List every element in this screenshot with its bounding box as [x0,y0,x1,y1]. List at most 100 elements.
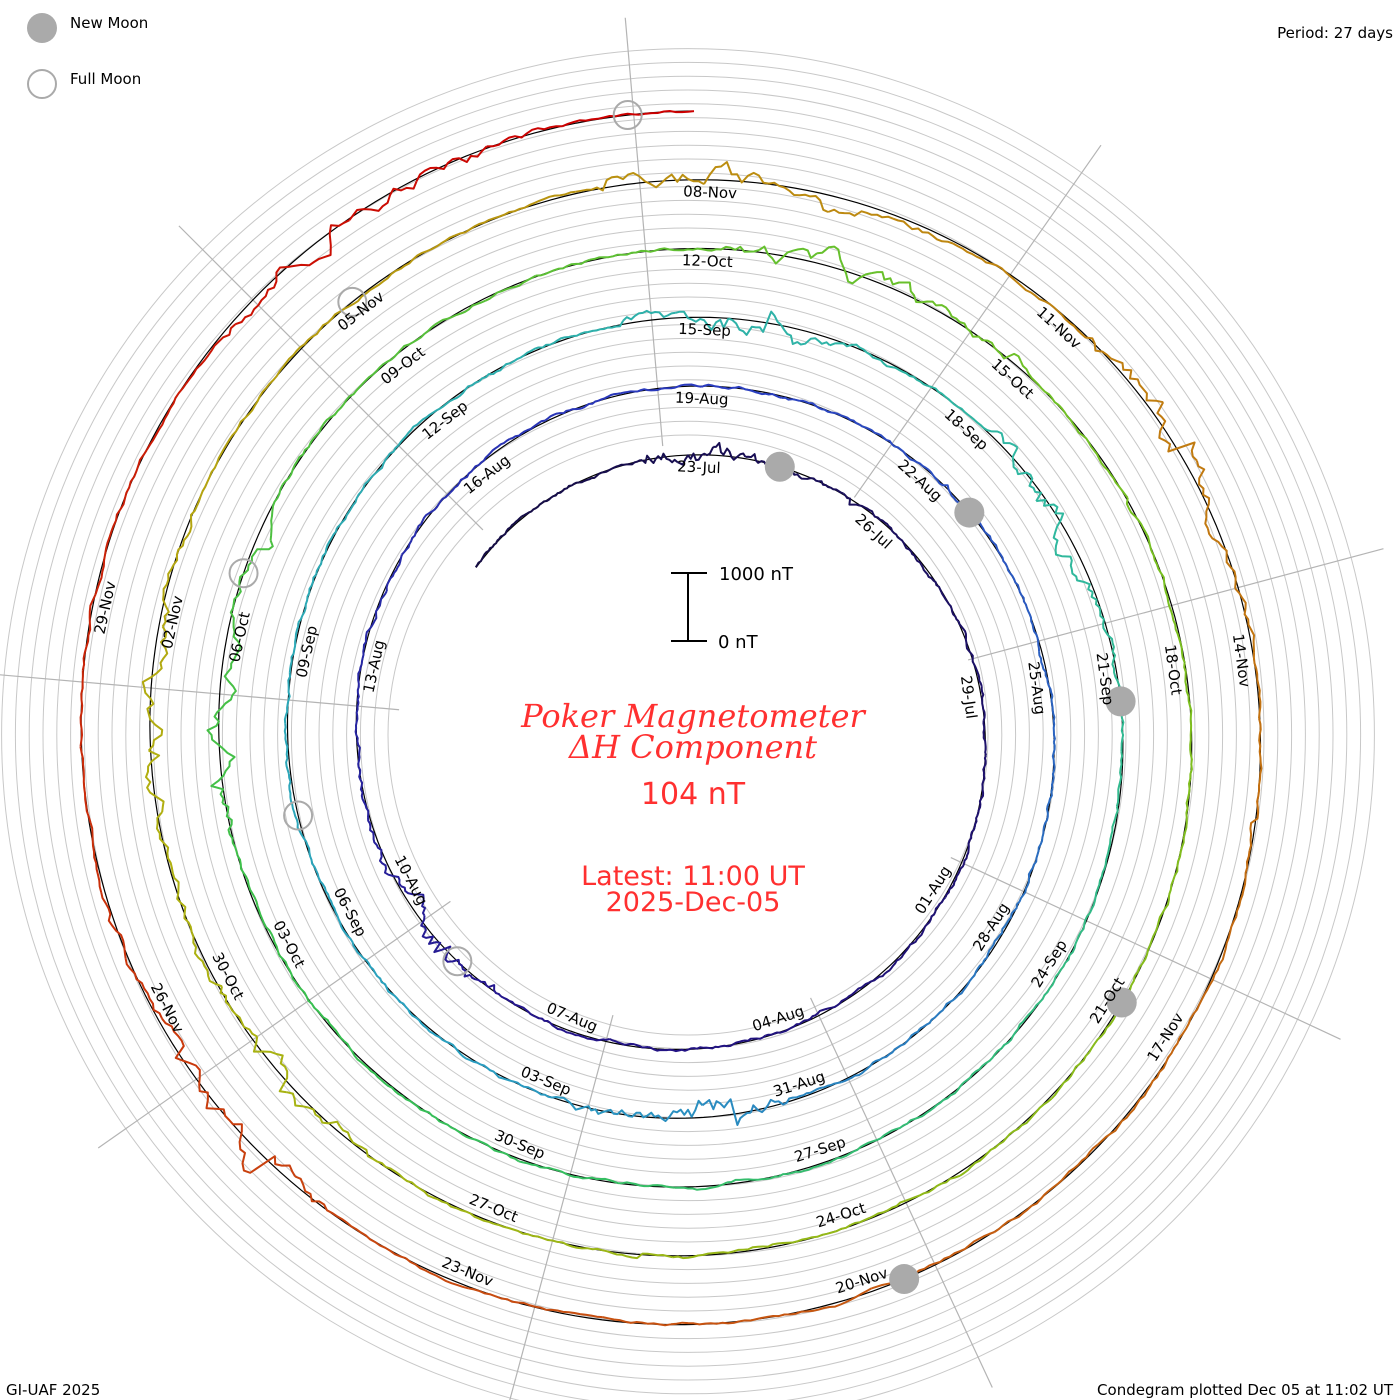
trace-segment [1011,446,1043,502]
latest-time: Latest: 11:00 UT [581,861,805,892]
grid-circle [208,255,1168,1215]
trace-segment [469,974,502,998]
trace-segment [648,1046,689,1053]
trace-segment [922,1082,964,1117]
data-trace [79,109,1263,1327]
full-moon-marker [283,800,314,831]
trace-segment [701,383,743,390]
trace-segment [732,1241,793,1253]
trace-segment [829,1139,878,1164]
trace-segment [185,323,236,385]
trace-segment [143,687,164,752]
trace-segment [397,409,437,446]
trace-segment [435,380,480,412]
trace-segment [336,484,366,529]
trace-segment [575,172,640,193]
trace-segment [100,891,127,959]
trace-segment [234,266,288,326]
grid-circle [83,130,1293,1340]
date-label: 02-Nov [158,594,187,650]
trace-segment [434,299,486,326]
grid-circle [249,296,1127,1174]
trace-segment [385,1165,439,1201]
trace-segment [923,896,947,930]
trace-segment [921,300,972,333]
trace-segment [1178,979,1214,1039]
trace-segment [829,342,882,362]
grid-circles [1,48,1375,1400]
trace-segment [145,383,187,451]
grid-circle [15,62,1361,1400]
trace-segment [827,208,894,220]
date-label: 12-Oct [682,251,734,271]
spoke [810,997,993,1388]
date-label: 30-Sep [492,1126,548,1163]
trace-segment [124,958,163,1020]
grid-circle [332,379,1044,1091]
trace-segment [401,520,424,556]
trace-segment [1093,449,1129,499]
trace-segment [1064,912,1091,964]
trace-segment [703,161,769,185]
trace-segment [868,958,901,984]
spoke [950,857,1341,1040]
grid-circle [180,227,1196,1243]
trace-segment [79,746,92,823]
scale-bar [671,572,707,642]
trace-segment [660,383,702,390]
footer-credit: GI-UAF 2025 [6,1381,100,1399]
trace-segment [994,1190,1050,1233]
trace-segment [256,905,281,956]
trace-segment [238,1131,296,1177]
trace-segment [638,173,705,189]
trace-segment [1025,607,1041,652]
date-label: 23-Jul [677,457,721,477]
trace-segment [468,1287,536,1308]
trace-segment [424,1110,471,1140]
trace-segment [1258,718,1263,786]
trace-segment [190,931,223,988]
trace-segment [486,125,563,148]
trace-segment [780,324,831,347]
current-value: 104 nT [641,777,746,812]
trace-segment [229,586,242,643]
trace-segment [728,310,782,336]
trace-segment [894,445,930,471]
trace-segment [1235,850,1251,917]
trace-segment [701,1098,751,1126]
trace-segment [701,245,760,253]
trace-segment [981,754,987,790]
trace-segment [115,449,148,521]
trace-segment [727,1175,780,1184]
trace-segment [892,217,954,245]
scale-bottom-label: 0 nT [718,632,759,653]
trace-segment [758,245,818,265]
grid-circle [387,434,989,1036]
trace-segment [1054,550,1094,593]
grid-circle [42,89,1334,1381]
full-moon-legend-icon [27,69,57,99]
spoke [0,674,400,711]
grid-circle [263,310,1113,1160]
trace-segment [569,1031,610,1042]
trace-segment [343,1040,382,1081]
trace-segment [1168,837,1185,895]
grid-circle [152,199,1224,1271]
trace-segment [198,1076,243,1133]
trace-segment [1206,528,1237,589]
trace-segment [850,1199,906,1226]
trace-segment [620,387,662,395]
trace-segment [390,323,436,361]
trace-segment [348,267,401,308]
trace-segment [608,459,643,472]
trace-segment [287,219,350,268]
trace-segment [550,481,580,499]
trace-segment [882,1027,921,1059]
trace-segment [236,855,259,907]
trace-segment [1125,497,1153,552]
trace-segment [496,515,523,542]
trace-segment [437,1198,495,1225]
new-moon-legend-icon [27,13,57,43]
trace-segment [670,1320,740,1326]
